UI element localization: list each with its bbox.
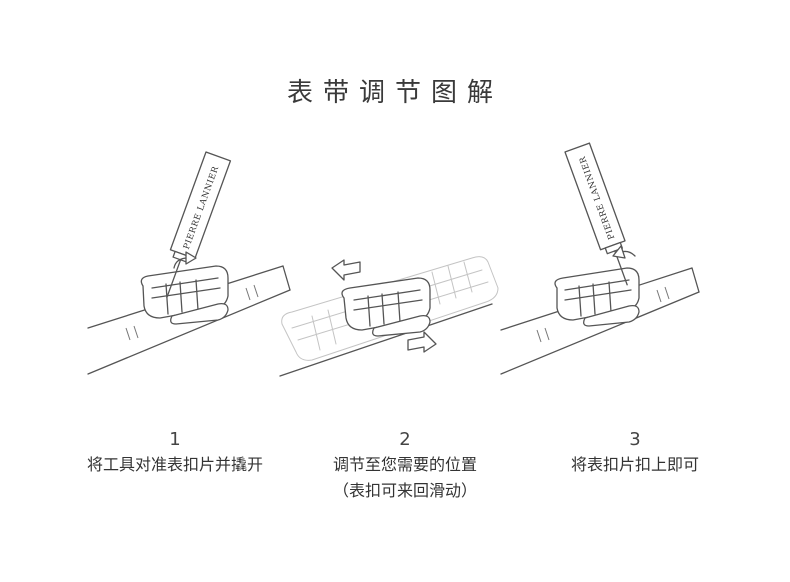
step-3-illustration: PIERRE LANNIER — [477, 138, 727, 398]
step-text: 将工具对准表扣片并撬开 — [86, 455, 263, 474]
strap-band — [279, 303, 493, 377]
step-2-caption: 2 调节至您需要的位置 （表扣可来回滑动） — [285, 428, 525, 504]
opening-tool: PIERRE LANNIER — [564, 142, 628, 286]
step-2-illustration — [272, 138, 522, 398]
step-1-caption: 1 将工具对准表扣片并撬开 — [55, 428, 295, 478]
curved-arrow-icon — [173, 251, 197, 269]
step-number: 3 — [629, 429, 641, 450]
step-3-caption: 3 将表扣片扣上即可 — [515, 428, 755, 478]
step-text: 将表扣片扣上即可 — [570, 455, 699, 474]
step-number: 2 — [399, 429, 411, 450]
step-text: 调节至您需要的位置 — [332, 455, 477, 474]
clasp-buckle — [341, 277, 431, 337]
page-title: 表带调节图解 — [286, 78, 503, 108]
step-1-drawing: PIERRE LANNIER — [87, 151, 291, 375]
clasp-buckle — [554, 267, 640, 327]
arrow-left-icon — [331, 259, 361, 281]
step-1-illustration: PIERRE LANNIER — [68, 138, 318, 398]
step-note: （表扣可来回滑动） — [332, 481, 477, 500]
step-3-drawing: PIERRE LANNIER — [500, 142, 700, 375]
step-2-drawing — [279, 256, 499, 377]
arrow-right-icon — [407, 331, 437, 353]
curved-arrow-icon — [612, 245, 636, 259]
step-number: 1 — [169, 429, 181, 450]
clasp-buckle — [140, 265, 229, 325]
